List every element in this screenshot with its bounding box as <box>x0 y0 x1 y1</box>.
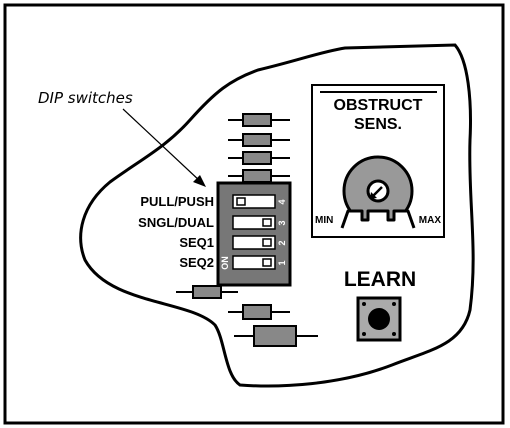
resistor <box>228 304 290 320</box>
callout-arrow <box>122 108 206 187</box>
obstruct-title-line2: SENS. <box>354 116 402 133</box>
dip-slider <box>262 258 272 267</box>
callout-label: DIP switches <box>38 89 133 107</box>
resistor <box>228 169 290 183</box>
dip-number-2: 2 <box>277 240 287 245</box>
dip-switch-2[interactable] <box>232 235 276 250</box>
dip-label-pull-push: PULL/PUSH <box>140 194 214 209</box>
sensitivity-knob[interactable] <box>340 155 416 229</box>
dip-slider <box>262 238 272 247</box>
resistor <box>228 133 290 147</box>
capacitor <box>234 325 318 347</box>
dip-switch-3[interactable] <box>232 215 276 230</box>
learn-label: LEARN <box>344 268 416 291</box>
dip-slider <box>262 218 272 227</box>
dip-switch-1[interactable] <box>232 255 276 270</box>
dip-label-sngl-dual: SNGL/DUAL <box>138 215 214 230</box>
resistor <box>228 151 290 165</box>
learn-button[interactable] <box>356 296 402 342</box>
max-label: MAX <box>419 215 442 226</box>
dip-on-label: ON <box>220 256 230 270</box>
dip-label-seq1: SEQ1 <box>179 235 214 250</box>
obstruct-title-line1: OBSTRUCT <box>334 97 423 114</box>
dip-slider <box>236 197 246 206</box>
min-label: MIN <box>315 215 333 226</box>
dip-label-seq2: SEQ2 <box>179 255 214 270</box>
resistor <box>228 113 290 127</box>
dip-switch-block: 4 3 2 1 ON <box>216 181 292 287</box>
dip-switch-4[interactable] <box>232 194 276 209</box>
dip-number-1: 1 <box>277 260 287 265</box>
dip-number-4: 4 <box>277 199 287 204</box>
resistor <box>176 285 238 299</box>
knob-legs <box>340 209 416 229</box>
dip-number-3: 3 <box>277 220 287 225</box>
